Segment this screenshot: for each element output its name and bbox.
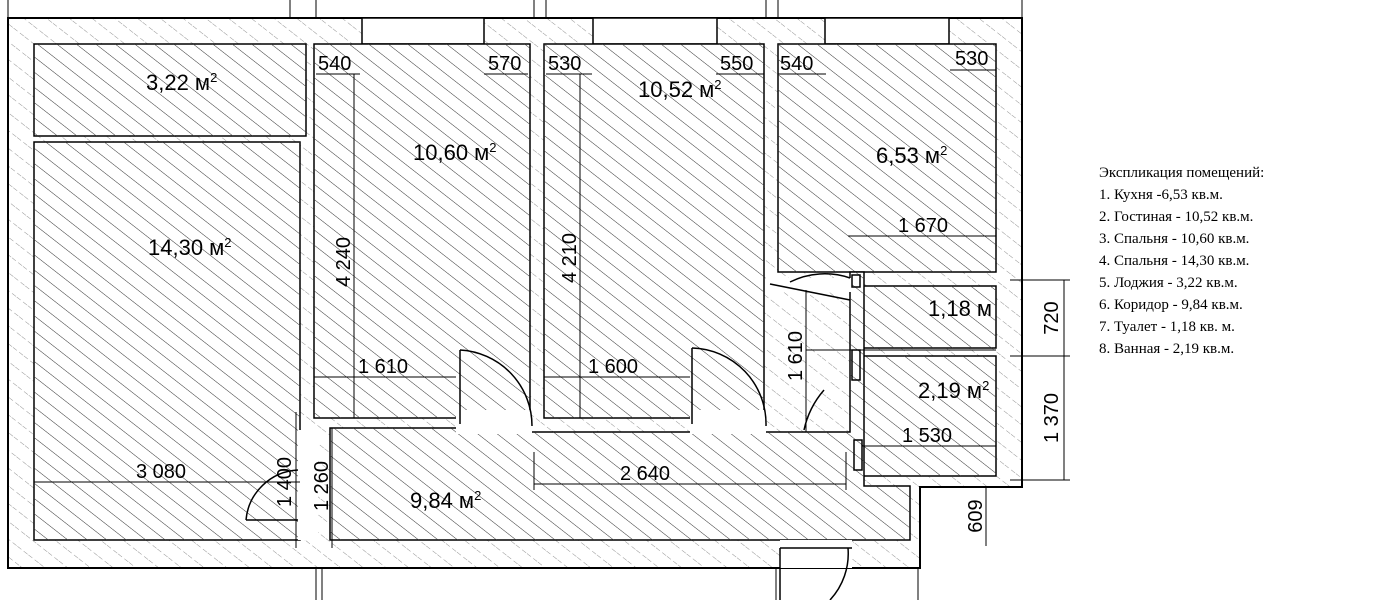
- dim-1370: 1 370: [1041, 393, 1063, 443]
- area-bedroom-small: 10,60 м2: [413, 140, 497, 165]
- legend-item: 1. Кухня -6,53 кв.м.: [1099, 187, 1223, 203]
- legend-item: 6. Коридор - 9,84 кв.м.: [1099, 297, 1243, 313]
- room-legend: Экспликация помещений: 1. Кухня -6,53 кв…: [1099, 162, 1369, 360]
- room-toilet-hatch: [862, 286, 996, 348]
- door-swings: [245, 273, 863, 600]
- dim-540a: 540: [318, 53, 351, 75]
- legend-item: 5. Лоджия - 3,22 кв.м.: [1099, 275, 1238, 291]
- dim-1600: 1 600: [588, 356, 638, 378]
- dim-550: 550: [720, 53, 753, 75]
- area-bath: 2,19 м2: [918, 378, 989, 403]
- area-toilet: 1,18 м: [928, 296, 992, 321]
- dim-4210: 4 210: [559, 233, 581, 283]
- legend-item: 8. Ванная - 2,19 кв.м.: [1099, 341, 1235, 357]
- area-corridor: 9,84 м2: [410, 488, 481, 513]
- window-top-2: [592, 17, 718, 45]
- room-bath-hatch: [862, 356, 996, 476]
- dim-1610: 1 610: [358, 356, 408, 378]
- legend-title: Экспликация помещений:: [1099, 165, 1265, 181]
- dim-570: 570: [488, 53, 521, 75]
- door-gap-bedroom-small: [456, 410, 532, 434]
- area-loggia: 3,22 м2: [146, 70, 217, 95]
- room-loggia-hatch: [34, 44, 306, 136]
- window-top-3: [824, 17, 950, 45]
- legend-item: 2. Гостиная - 10,52 кв.м.: [1099, 209, 1254, 225]
- door-gap-living: [690, 410, 766, 434]
- dim-530a: 530: [548, 53, 581, 75]
- dimension-lines: [34, 69, 1070, 548]
- dim-530b: 530: [955, 48, 988, 70]
- dim-1400: 1 400: [274, 457, 296, 507]
- dim-4240: 4 240: [333, 237, 355, 287]
- extension-lines: [7, 0, 1023, 600]
- legend-item: 3. Спальня - 10,60 кв.м.: [1099, 231, 1250, 247]
- room-corridor-hatch: [330, 272, 910, 540]
- area-kitchen: 6,53 м2: [876, 143, 947, 168]
- dim-1670: 1 670: [898, 215, 948, 237]
- area-bedroom-large: 14,30 м2: [148, 235, 232, 260]
- dim-1530: 1 530: [902, 425, 952, 447]
- area-living: 10,52 м2: [638, 77, 722, 102]
- dim-1610-vertical: 1 610: [785, 331, 807, 381]
- room-living-hatch: [544, 44, 764, 418]
- room-kitchen-hatch: [778, 44, 996, 272]
- room-bedroom-small-hatch: [314, 44, 530, 418]
- dim-720: 720: [1041, 301, 1063, 334]
- legend-item: 7. Туалет - 1,18 кв. м.: [1099, 319, 1235, 335]
- door-gap-entry: [780, 540, 852, 568]
- door-gap-bedroom-large: [298, 430, 318, 540]
- dim-1260: 1 260: [311, 461, 333, 511]
- legend-item: 4. Спальня - 14,30 кв.м.: [1099, 253, 1250, 269]
- dim-3080: 3 080: [136, 461, 186, 483]
- dim-2640: 2 640: [620, 463, 670, 485]
- dim-609: 609: [965, 499, 987, 532]
- door-gap-kitchen: [766, 278, 852, 292]
- dim-540b: 540: [780, 53, 813, 75]
- window-top-1: [361, 17, 485, 45]
- room-bedroom-large-hatch: [34, 142, 300, 540]
